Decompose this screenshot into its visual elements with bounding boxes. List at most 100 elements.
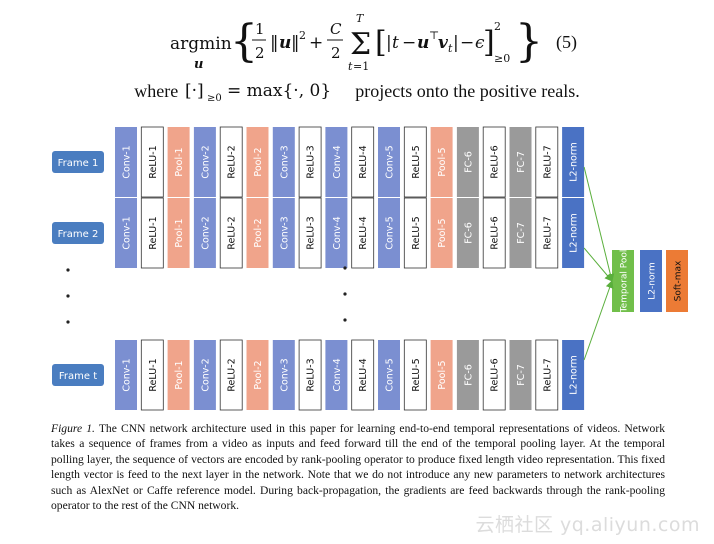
layer-block	[246, 198, 269, 268]
layer-block	[430, 127, 453, 197]
layer-block	[456, 198, 479, 268]
layer-label: ReLU-6	[490, 145, 501, 178]
layer-label: Pool-2	[253, 360, 264, 389]
layer-label: FC-6	[463, 364, 474, 386]
layer-block	[535, 339, 559, 411]
svg-text:⊤: ⊤	[429, 29, 439, 42]
layer-label: Conv-5	[385, 358, 396, 391]
layer-label: ReLU-5	[411, 358, 422, 391]
layer-label: Conv-2	[200, 145, 211, 178]
layer-block	[246, 127, 269, 197]
layer-block	[219, 339, 243, 411]
layer-block	[115, 127, 137, 197]
svg-text:2: 2	[255, 44, 265, 62]
layer-label: L2-norm	[569, 142, 580, 182]
where-suffix: projects onto the positive reals.	[355, 81, 580, 101]
layer-label: FC-7	[516, 364, 527, 386]
layer-label: ReLU-7	[542, 216, 553, 249]
layer-label: Conv-5	[385, 145, 396, 178]
layer-label: Conv-3	[279, 216, 290, 249]
svg-text:≥0: ≥0	[494, 52, 510, 65]
svg-text:ϵ: ϵ	[475, 33, 485, 53]
svg-text:C: C	[330, 20, 342, 38]
layer-block	[430, 198, 453, 268]
layer-label: ReLU-1	[148, 216, 159, 249]
frame-label: Frame t	[59, 371, 97, 382]
layer-block	[140, 126, 164, 198]
svg-text:t: t	[448, 42, 453, 55]
svg-text:2: 2	[331, 44, 341, 62]
layer-label: FC-6	[463, 151, 474, 173]
post-label: L2-norm	[648, 262, 658, 300]
layer-block	[535, 197, 559, 269]
layer-label: Pool-2	[253, 147, 264, 176]
frame-box	[52, 151, 104, 173]
layer-label: Pool-5	[437, 218, 448, 247]
layer-block	[562, 198, 585, 268]
where-prefix: where	[134, 81, 179, 101]
layer-block	[167, 198, 190, 268]
ellipsis-dot	[343, 292, 347, 296]
layer-label: L2-norm	[569, 213, 580, 253]
layer-block	[482, 197, 506, 269]
layer-label: ReLU-6	[490, 358, 501, 391]
flow-arrow	[583, 280, 614, 361]
ellipsis-dot	[66, 320, 70, 324]
layer-block	[351, 126, 375, 198]
layer-block	[562, 127, 585, 197]
layer-label: Conv-2	[200, 216, 211, 249]
layer-block	[140, 197, 164, 269]
layer-label: ReLU-3	[306, 145, 317, 178]
layer-label: Conv-5	[385, 216, 396, 249]
svg-text:−: −	[460, 33, 474, 53]
layer-block	[219, 197, 243, 269]
layer-label: Conv-3	[279, 358, 290, 391]
svg-text:]: ]	[483, 25, 495, 60]
svg-text:{: {	[230, 16, 258, 67]
layer-label: ReLU-1	[148, 145, 159, 178]
equation-5: argmin u { 1 2 ‖ u ‖ 2 + C 2 Σ T t =1 [ …	[0, 0, 714, 78]
layer-label: Conv-4	[332, 145, 343, 178]
layer-label: FC-6	[463, 222, 474, 244]
ellipsis-dot	[66, 294, 70, 298]
layer-label: ReLU-1	[148, 358, 159, 391]
layer-label: Conv-1	[122, 358, 133, 391]
where-formula: [·] ≥0 = max{·, 0}	[185, 81, 331, 104]
flow-arrow	[583, 247, 613, 282]
layer-label: Pool-1	[174, 360, 185, 389]
layer-block	[482, 126, 506, 198]
watermark: 云栖社区 yq.aliyun.com	[475, 514, 700, 536]
layer-block	[509, 127, 532, 197]
layer-label: ReLU-7	[542, 358, 553, 391]
layer-block	[193, 127, 216, 197]
svg-text:+: +	[309, 33, 323, 53]
layer-label: Conv-2	[200, 358, 211, 391]
layer-block	[509, 198, 532, 268]
post-label: Temporal Pool	[620, 250, 630, 314]
layer-label: ReLU-7	[542, 145, 553, 178]
layer-block	[351, 339, 375, 411]
post-block	[640, 250, 662, 312]
layer-block	[140, 339, 164, 411]
svg-text:}: }	[515, 16, 543, 67]
layer-block	[167, 127, 190, 197]
layer-block	[298, 126, 322, 198]
layer-block	[325, 198, 348, 268]
layer-label: ReLU-2	[227, 358, 238, 391]
layer-label: Conv-4	[332, 216, 343, 249]
layer-label: ReLU-6	[490, 216, 501, 249]
layer-block	[403, 339, 427, 411]
svg-text:u: u	[194, 57, 203, 72]
layer-block	[219, 126, 243, 198]
layer-label: ReLU-4	[358, 216, 369, 249]
svg-text:v: v	[438, 33, 449, 53]
layer-label: FC-7	[516, 151, 527, 173]
layer-block	[482, 339, 506, 411]
svg-text:t: t	[348, 60, 353, 73]
svg-text:= max{·, 0}: = max{·, 0}	[227, 81, 331, 101]
layer-block	[562, 340, 585, 410]
layer-label: ReLU-4	[358, 145, 369, 178]
layer-label: Pool-2	[253, 218, 264, 247]
figure-label: Figure 1.	[51, 422, 95, 435]
